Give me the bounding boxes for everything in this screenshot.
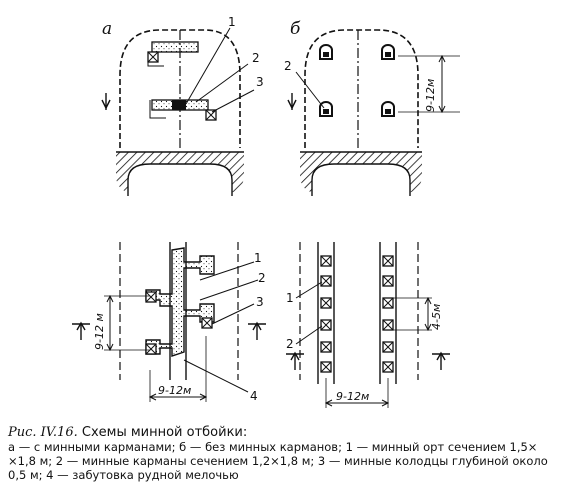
figure-caption: Рис. IV.16. Схемы минной отбойки: а — с … (8, 426, 556, 483)
caption-line-1: а — с минными карманами; б — без минных … (8, 440, 538, 454)
panel-b-top-view (287, 29, 460, 196)
callout-b-bottom-1: 1 (286, 291, 294, 305)
panel-a-top-view (101, 27, 255, 196)
mining-scheme-figure: а 1 2 3 б 2 9-12м (72, 15, 460, 408)
caption-fig-title: Схемы минной отбойки: (81, 425, 248, 440)
callout-a-bottom-3: 3 (256, 295, 264, 309)
dim-a-bottom-vertical: 9-12 м (93, 313, 106, 350)
callout-b-bottom-2: 2 (286, 337, 294, 351)
caption-line-2: ×1,8 м; 2 — минные карманы сечением 1,2×… (8, 454, 548, 468)
dim-b-bottom-horizontal: 9-12м (336, 390, 369, 403)
panel-a-bottom-view (72, 242, 266, 402)
panel-a-label: а (102, 19, 112, 39)
callout-a-2: 2 (252, 51, 260, 65)
caption-title-line: Рис. IV.16. Схемы минной отбойки: (8, 426, 556, 440)
callout-a-3: 3 (256, 75, 264, 89)
panel-b-bottom-view (286, 242, 450, 408)
dim-b-bottom-vertical: 4-5м (430, 304, 443, 330)
callout-a-bottom-2: 2 (258, 271, 266, 285)
callout-a-1: 1 (228, 15, 236, 29)
caption-line-3: 0,5 м; 4 — забутовка рудной мелочью (8, 468, 239, 482)
callout-a-bottom-1: 1 (254, 251, 262, 265)
dim-a-bottom-horizontal: 9-12м (158, 384, 191, 397)
caption-fig-number: Рис. IV.16. (8, 425, 78, 440)
dim-b-top: 9-12м (424, 79, 437, 112)
callout-a-bottom-4: 4 (250, 389, 258, 403)
panel-b-label: б (290, 19, 301, 39)
callout-b-top-2: 2 (284, 59, 292, 73)
